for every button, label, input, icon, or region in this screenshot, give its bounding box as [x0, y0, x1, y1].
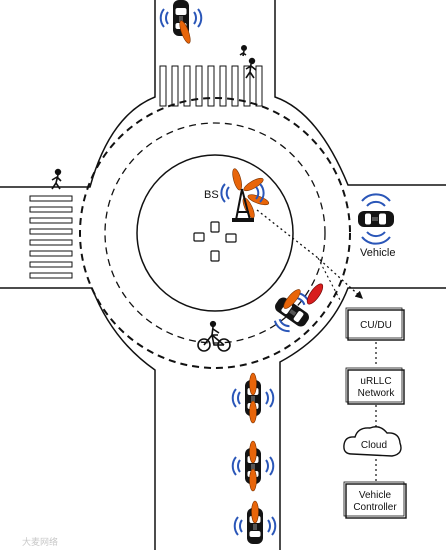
bs-label: BS: [204, 189, 219, 201]
controller-label-1: Vehicle: [359, 490, 392, 501]
island-icons: [193, 221, 237, 262]
vehicle-label: Vehicle: [360, 247, 395, 259]
urllc-box: [345, 367, 405, 405]
inner-lane-dashed: [104, 122, 326, 344]
cu-du-label: CU/DU: [360, 320, 392, 331]
controller-label-2: Controller: [353, 502, 397, 513]
controller-box: [343, 481, 407, 519]
crosswalk-left: [29, 195, 73, 279]
urllc-label-1: uRLLC: [360, 376, 391, 387]
beam-red: [306, 283, 324, 305]
control-link-dotted: [256, 209, 363, 299]
bicycle-icon: [197, 320, 231, 352]
vehicle-queue-1: [231, 372, 275, 424]
base-station: [220, 167, 271, 222]
vehicle-queue-2: [231, 440, 275, 492]
cu-du-box: [345, 307, 405, 341]
vehicle-right: [358, 211, 394, 227]
vehicle-right-signal: [361, 193, 391, 245]
central-island: [136, 154, 294, 312]
beam-orange: [283, 289, 301, 309]
crosswalk-top: [159, 65, 263, 107]
pedestrian-icon: [51, 168, 62, 190]
cloud-label: Cloud: [361, 440, 387, 451]
pedestrian-icon: [239, 44, 248, 57]
urllc-label-2: Network: [358, 388, 396, 399]
vehicle-top: [159, 0, 203, 44]
cloud-icon: [343, 426, 402, 457]
outer-lane-dashed: [79, 97, 351, 369]
vehicle-link-dotted: [317, 257, 341, 301]
vehicle-queue-3: [233, 500, 277, 544]
pedestrian-icon: [245, 57, 257, 79]
watermark: 大麦网络: [22, 536, 58, 547]
